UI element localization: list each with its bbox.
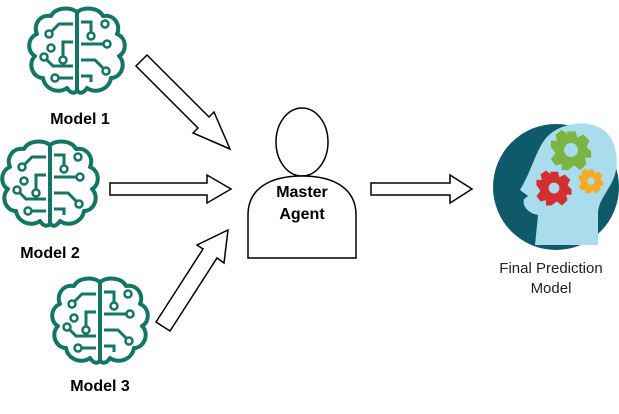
- red-gear-icon: [536, 170, 572, 206]
- final-prediction-head-icon: [493, 123, 619, 250]
- orange-gear-icon: [578, 168, 604, 194]
- arrow-model3-to-master: [154, 228, 229, 333]
- master-agent-person-icon: [247, 107, 357, 259]
- model-1-brain-icon: [27, 6, 127, 95]
- master-agent-label-line2: Agent: [279, 206, 325, 223]
- model-3-label: Model 3: [70, 378, 130, 395]
- model-3-brain-icon: [50, 276, 150, 365]
- model-2-brain-icon: [0, 139, 100, 228]
- final-prediction-label-line1: Final Prediction: [499, 260, 602, 277]
- final-prediction-label-line2: Model: [531, 280, 572, 297]
- arrow-master-to-final: [370, 173, 474, 205]
- model-1-label: Model 1: [50, 111, 110, 128]
- master-agent-label-line1: Master: [276, 184, 328, 201]
- arrow-model1-to-master: [134, 53, 232, 151]
- model-2-label: Model 2: [20, 245, 80, 262]
- arrow-model2-to-master: [109, 173, 233, 205]
- green-gear-icon: [550, 129, 592, 171]
